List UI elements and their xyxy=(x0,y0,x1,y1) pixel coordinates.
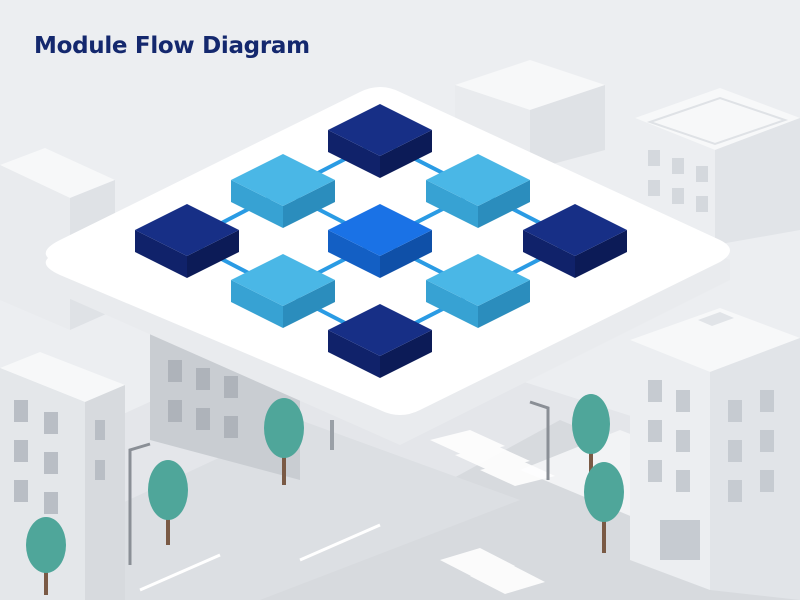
building-front-left xyxy=(0,352,125,600)
module-bottom xyxy=(328,304,432,378)
street-lamp-left xyxy=(128,442,151,565)
module-right xyxy=(523,204,627,278)
tree-right-lower xyxy=(584,462,624,553)
building-front-right xyxy=(630,308,800,600)
tree-right-upper xyxy=(572,394,610,480)
module-center xyxy=(328,204,432,278)
diagram-modules xyxy=(135,104,627,378)
module-top xyxy=(328,104,432,178)
module-left xyxy=(135,204,239,278)
module-lower-right xyxy=(426,254,530,328)
module-upper-left xyxy=(231,154,335,228)
street-lamp-right xyxy=(529,400,550,480)
tree-left xyxy=(148,460,188,545)
tree-front-left xyxy=(26,517,66,595)
page-title: Module Flow Diagram xyxy=(34,33,310,59)
module-lower-left xyxy=(231,254,335,328)
tree-center xyxy=(264,398,304,485)
module-upper-right xyxy=(426,154,530,228)
